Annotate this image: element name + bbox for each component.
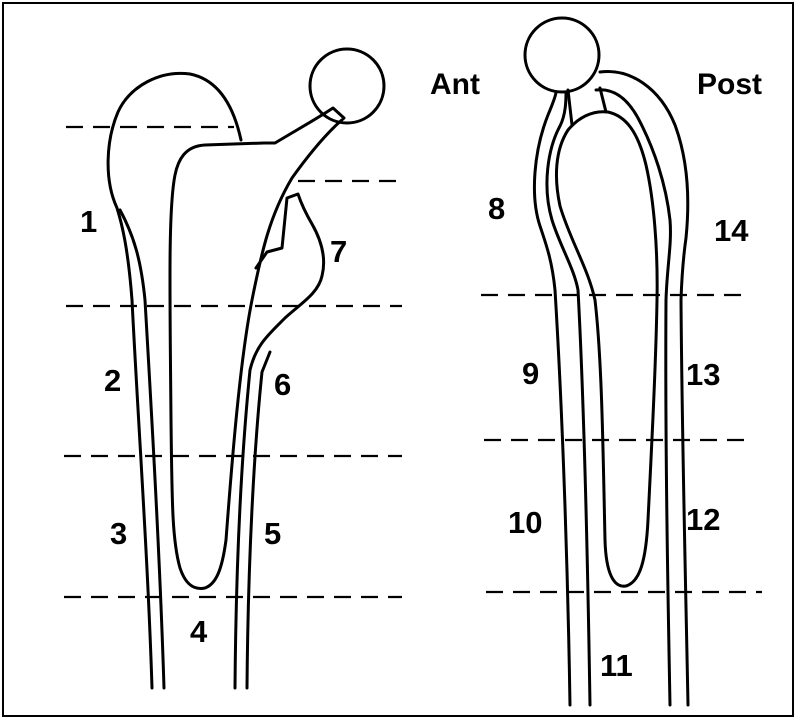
zone-label-8: 8: [488, 191, 505, 226]
zone-label-14: 14: [714, 213, 749, 248]
zone-label-3: 3: [110, 516, 127, 551]
zone-label-9: 9: [522, 356, 539, 391]
zone-label-11: 11: [600, 648, 633, 683]
zone-label-7: 7: [330, 234, 347, 269]
zone-label-10: 10: [508, 505, 542, 540]
view-label-anterior: Ant: [430, 68, 480, 101]
zone-label-1: 1: [80, 204, 97, 239]
zone-label-12: 12: [686, 502, 720, 537]
view-label-posterior: Post: [697, 68, 762, 101]
figure-border: [3, 3, 793, 716]
zone-label-13: 13: [686, 357, 720, 392]
zone-label-5: 5: [264, 516, 281, 551]
zone-label-6: 6: [274, 367, 291, 402]
zone-label-2: 2: [104, 363, 121, 398]
zone-label-4: 4: [190, 614, 208, 649]
